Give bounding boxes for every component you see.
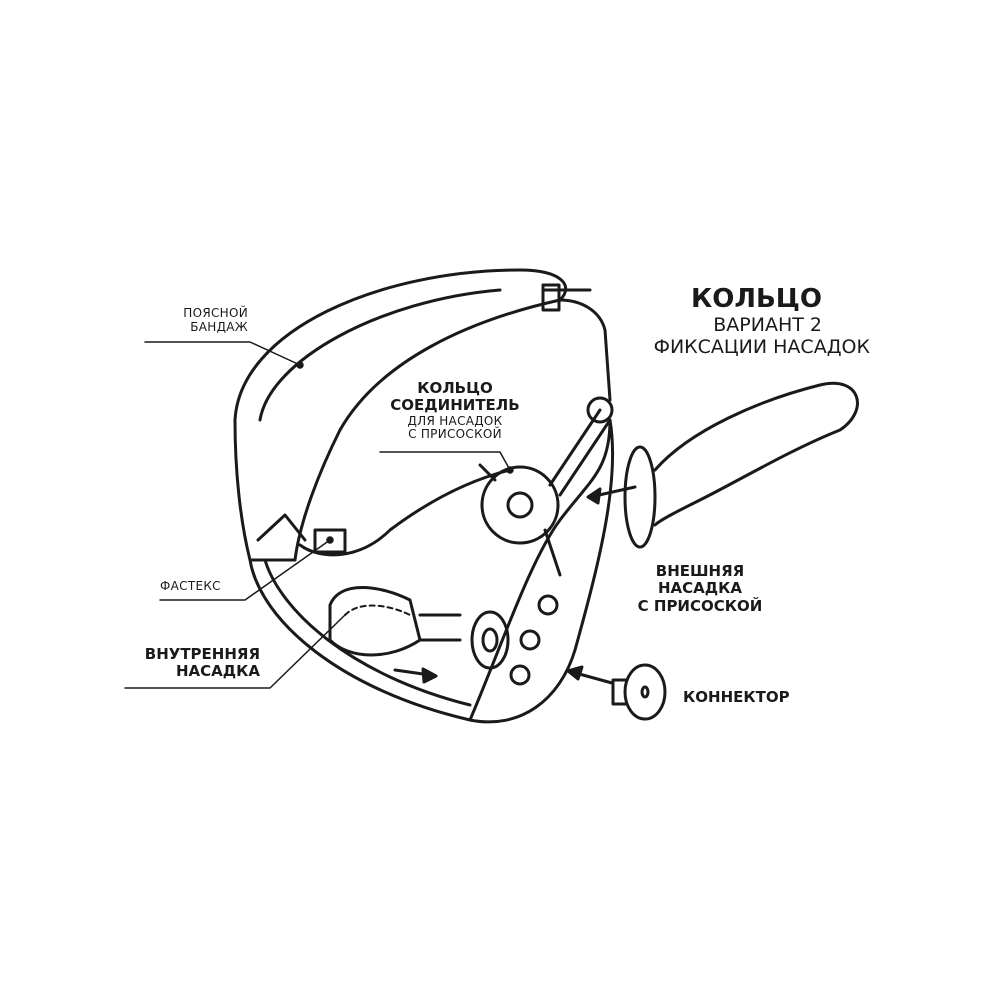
leader-lines (124, 341, 514, 689)
inner-attachment (328, 586, 510, 670)
title-line2: ВАРИАНТ 2 (713, 313, 822, 336)
label-inner-line: ВНУТРЕННЯЯ (144, 645, 260, 663)
label-ring-small: ДЛЯ НАСАДОК (407, 413, 503, 428)
label-outer-attachment: ВНЕШНЯЯ НАСАДКА С ПРИСОСКОЙ (600, 562, 800, 615)
label-outer-line: НАСАДКА (657, 579, 742, 598)
label-outer-line: ВНЕШНЯЯ (655, 562, 745, 580)
pouch (468, 418, 615, 722)
label-belt-line: БАНДАЖ (190, 319, 248, 334)
connector-part (611, 663, 667, 721)
title-line3: ФИКСАЦИИ НАСАДОК (653, 335, 870, 358)
label-ring-bold: КОЛЬЦО (417, 379, 493, 397)
label-fastex: ФАСТЕКС (160, 579, 221, 593)
label-ring-small: С ПРИСОСКОЙ (408, 427, 502, 442)
arrows (393, 485, 637, 685)
waist-belt (233, 268, 612, 562)
title-main: КОЛЬЦО (691, 284, 822, 314)
label-belt-line: ПОЯСНОЙ (183, 306, 248, 320)
label-belt: ПОЯСНОЙ БАНДАЖ (150, 306, 248, 335)
label-connector-ring: КОЛЬЦО СОЕДИНИТЕЛЬ ДЛЯ НАСАДОК С ПРИСОСК… (385, 379, 525, 442)
label-inner-attachment: ВНУТРЕННЯЯ НАСАДКА (100, 645, 260, 681)
label-outer-line: С ПРИСОСКОЙ (637, 596, 763, 615)
outer-attachment (623, 381, 859, 549)
leg-strap (248, 468, 577, 724)
label-ring-bold: СОЕДИНИТЕЛЬ (390, 396, 520, 415)
diagram-title: КОЛЬЦО ВАРИАНТ 2 ФИКСАЦИИ НАСАДОК (620, 284, 870, 359)
label-connector: КОННЕКТОР (683, 688, 790, 706)
label-inner-line: НАСАДКА (175, 662, 260, 681)
connector-ring (478, 396, 614, 577)
